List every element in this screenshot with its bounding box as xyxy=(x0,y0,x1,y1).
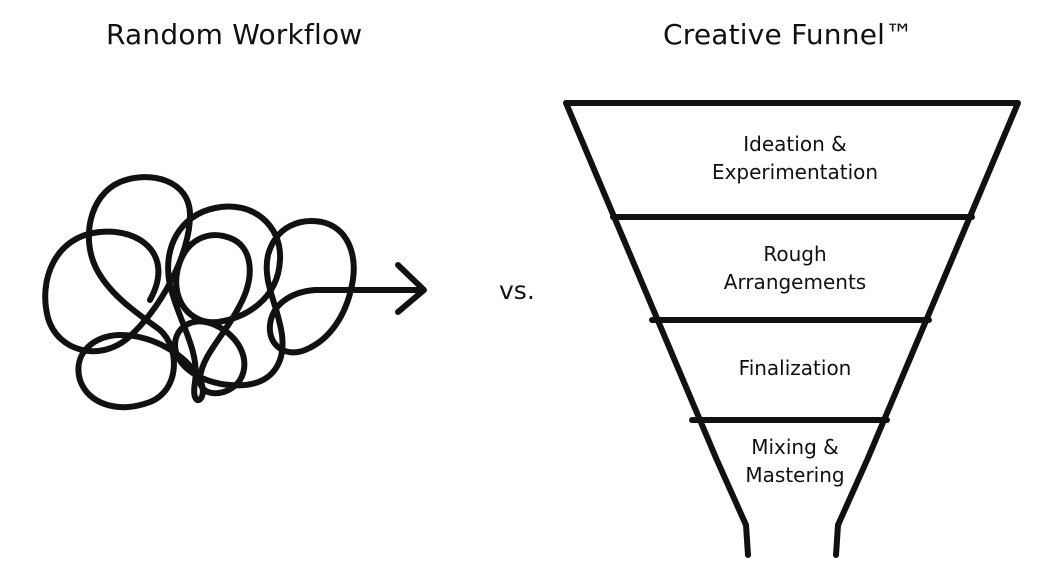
stage-mixing-mastering: Mixing & Mastering xyxy=(745,433,844,489)
stage-finalization: Finalization xyxy=(739,354,852,382)
stage-ideation-experimentation: Ideation & Experimentation xyxy=(712,130,878,186)
stage-label-line: Mastering xyxy=(745,463,845,487)
stage-label-line: Ideation & xyxy=(743,132,847,156)
stage-label-line: Finalization xyxy=(738,356,852,380)
stage-label-line: Experimentation xyxy=(711,160,879,184)
random-workflow-title: Random Workflow xyxy=(106,18,363,51)
stage-label-line: Mixing & xyxy=(751,435,839,459)
tangled-scribble-arrow-icon xyxy=(42,174,427,411)
stage-label-line: Arrangements xyxy=(723,270,867,294)
vs-label: vs. xyxy=(499,276,535,305)
stage-label-line: Rough xyxy=(763,242,827,266)
stage-rough-arrangements: Rough Arrangements xyxy=(724,240,866,296)
funnel-icon xyxy=(563,100,1021,558)
creative-funnel-title: Creative Funnel™ xyxy=(663,18,914,51)
